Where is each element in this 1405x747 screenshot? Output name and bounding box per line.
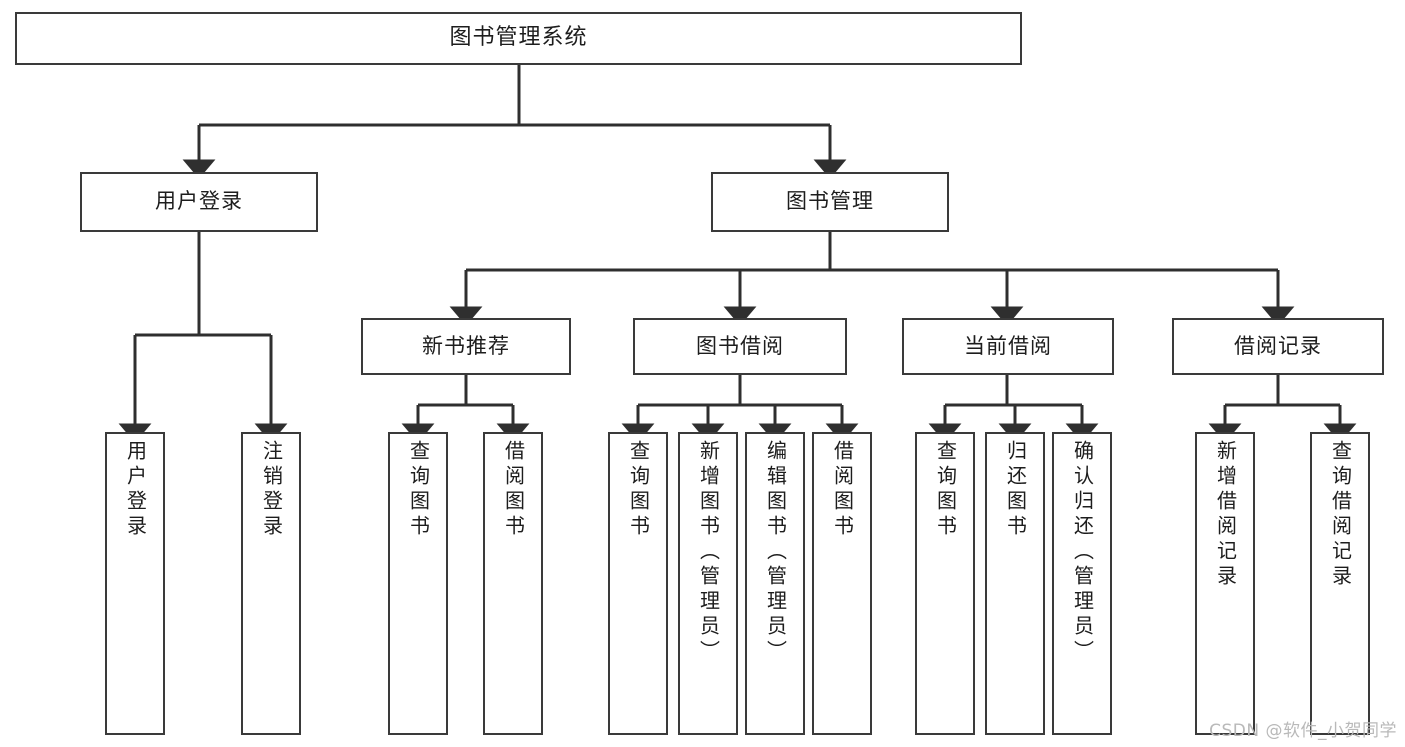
node-book-management-label: 图书管理 — [786, 189, 874, 214]
node-book-management[interactable]: 图书管理 — [711, 172, 949, 232]
leaf-return-book-label: 归还图书 — [1003, 440, 1028, 540]
leaf-query-book-borrow-label: 查询图书 — [626, 440, 651, 540]
leaf-edit-book-admin-label: 编辑图书（管理员） — [763, 440, 788, 665]
leaf-edit-book-admin[interactable]: 编辑图书（管理员） — [745, 432, 805, 735]
node-borrow-record-label: 借阅记录 — [1234, 333, 1322, 358]
leaf-query-book-borrow[interactable]: 查询图书 — [608, 432, 668, 735]
leaf-confirm-return-admin-label: 确认归还（管理员） — [1070, 440, 1095, 665]
leaf-return-book[interactable]: 归还图书 — [985, 432, 1045, 735]
leaf-add-book-admin-label: 新增图书（管理员） — [696, 440, 721, 665]
leaf-confirm-return-admin[interactable]: 确认归还（管理员） — [1052, 432, 1112, 735]
leaf-query-borrow-record[interactable]: 查询借阅记录 — [1310, 432, 1370, 735]
node-borrow-record[interactable]: 借阅记录 — [1172, 318, 1384, 375]
node-user-login[interactable]: 用户登录 — [80, 172, 318, 232]
leaf-query-book-recommend[interactable]: 查询图书 — [388, 432, 448, 735]
leaf-user-login[interactable]: 用户登录 — [105, 432, 165, 735]
node-current-borrow-label: 当前借阅 — [964, 333, 1052, 358]
leaf-borrow-book-recommend-label: 借阅图书 — [501, 440, 526, 540]
node-root-label: 图书管理系统 — [449, 25, 588, 51]
node-user-login-label: 用户登录 — [155, 189, 243, 214]
leaf-user-login-label: 用户登录 — [123, 440, 148, 540]
leaf-add-borrow-record[interactable]: 新增借阅记录 — [1195, 432, 1255, 735]
leaf-query-book-current-label: 查询图书 — [933, 440, 958, 540]
node-new-book-recommend[interactable]: 新书推荐 — [361, 318, 571, 375]
leaf-add-book-admin[interactable]: 新增图书（管理员） — [678, 432, 738, 735]
leaf-query-book-recommend-label: 查询图书 — [406, 440, 431, 540]
leaf-borrow-book-label: 借阅图书 — [830, 440, 855, 540]
leaf-borrow-book[interactable]: 借阅图书 — [812, 432, 872, 735]
node-book-borrow[interactable]: 图书借阅 — [633, 318, 847, 375]
leaf-logout[interactable]: 注销登录 — [241, 432, 301, 735]
node-new-book-recommend-label: 新书推荐 — [422, 333, 510, 358]
node-root[interactable]: 图书管理系统 — [15, 12, 1022, 65]
leaf-borrow-book-recommend[interactable]: 借阅图书 — [483, 432, 543, 735]
node-current-borrow[interactable]: 当前借阅 — [902, 318, 1114, 375]
leaf-add-borrow-record-label: 新增借阅记录 — [1213, 440, 1238, 590]
node-book-borrow-label: 图书借阅 — [696, 333, 784, 358]
watermark: CSDN @软件_小贺同学 — [1209, 721, 1397, 741]
leaf-query-borrow-record-label: 查询借阅记录 — [1328, 440, 1353, 590]
leaf-query-book-current[interactable]: 查询图书 — [915, 432, 975, 735]
leaf-logout-label: 注销登录 — [259, 440, 284, 540]
